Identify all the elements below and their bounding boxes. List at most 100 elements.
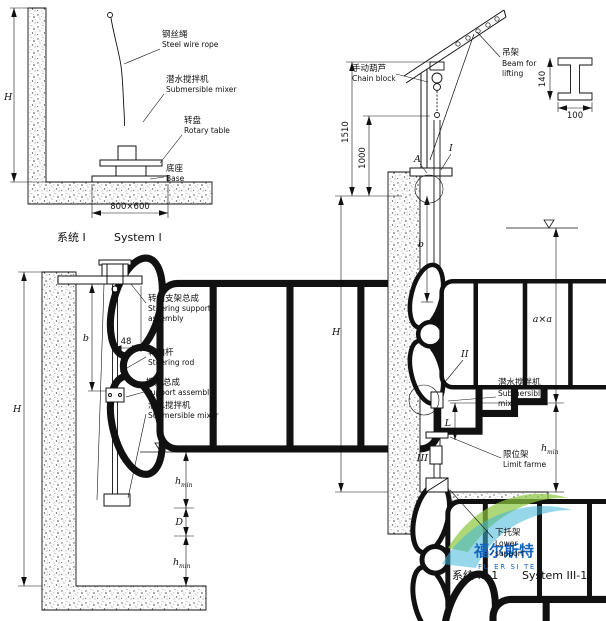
fig3-dim-L-label: L (444, 418, 451, 429)
fig3-beam-section (547, 57, 593, 112)
fig3-clamp-2 (430, 391, 444, 409)
fig1-rope-label-cn: 钢丝绳 (162, 29, 188, 40)
fig3-chain-block (429, 61, 445, 118)
fig2-dim-b-label: b (83, 333, 89, 344)
fig3-marker-II: II (460, 349, 469, 360)
fig1-mixer-label-cn: 潜水搅拌机 (166, 74, 209, 85)
fig3-marker-I: I (448, 143, 453, 154)
fig3-mixer-label-en2: mixer (498, 399, 520, 408)
fig3-marker-A: A (413, 154, 421, 165)
fig3-mixer-position-3 (425, 431, 606, 621)
fig1-dim-base-label: 800×600 (110, 202, 150, 212)
watermark-text-cn: 福尔斯特 (473, 542, 534, 560)
fig3-mixer-label-en1: Submersible (498, 389, 545, 398)
fig3-system-3-1: 1510 1000 H b L a×a h min 140 10 (331, 9, 606, 621)
fig3-beam-label-en2: lifting (502, 69, 523, 78)
fig3-lower-label-en2: support (495, 549, 524, 558)
fig1-dim-base (91, 184, 169, 218)
fig3-mixer-position-2 (406, 384, 606, 621)
fig3-limit-frame (425, 431, 449, 439)
fig2-steering-support-assembly (57, 259, 143, 293)
fig1-leaders (123, 48, 183, 180)
fig3-marker-III: III (416, 453, 429, 464)
fig3-clamp-3 (429, 445, 443, 465)
fig1-base-plate (91, 175, 169, 183)
fig2-mixer-yoke (103, 493, 131, 507)
fig3-water-level-icon (506, 219, 578, 229)
fig3-limit-label-cn: 限位架 (503, 449, 529, 460)
fig2-support-assembly (105, 387, 125, 403)
fig1-caption-en: System I (114, 231, 162, 244)
watermark-logo: 福尔斯特 FU ER SI TE (442, 493, 572, 571)
fig1-system-1: H 800×600 (3, 7, 545, 481)
fig2-support-label-cn: 撑架总成 (146, 377, 181, 388)
fig3-chain-label-cn: 手动葫芦 (352, 63, 386, 74)
fig2-leaders (119, 283, 147, 499)
fig3-lower-support (425, 477, 449, 493)
fig1-pedestal (115, 165, 147, 177)
fig2-mixer-label-en: Submersible mixer (148, 411, 219, 420)
fig2-dim-h2-sub: min (179, 563, 191, 570)
fig2-dim-right-chain (174, 452, 194, 586)
fig1-base-label-en: Base (166, 174, 185, 183)
fig1-wall-floor (27, 7, 213, 205)
fig3-dim-axa-label: a×a (533, 314, 553, 325)
fig2-dim-h1-sub: min (181, 482, 193, 489)
fig1-caption-cn: 系统 I (57, 231, 86, 244)
fig3-lower-label-cn: 下托架 (495, 527, 521, 538)
fig3-dim-1000-label: 1000 (358, 147, 368, 169)
fig1-table-label-cn: 转盘 (184, 115, 202, 126)
fig2-steer-label-en2: assembly (148, 314, 184, 323)
fig3-detail-circle-2 (408, 384, 440, 416)
fig2-dim-H (18, 271, 42, 587)
fig3-dim-b-label: b (418, 239, 424, 250)
fig2-dim-48-label: 48 (121, 337, 132, 347)
fig1-submersible-mixer (91, 145, 545, 481)
fig3-dims-right (450, 228, 564, 493)
fig1-dim-H (10, 7, 46, 183)
fig2-dim-D-label: D (174, 517, 183, 528)
fig3-caption-cn: 系统 III-1 (452, 569, 498, 582)
fig3-leaders (395, 31, 502, 539)
fig3-dims-mid (421, 196, 458, 440)
watermark-text-en: FU ER SI TE (478, 563, 536, 571)
fig1-rotary-table (99, 159, 163, 167)
fig1-table-label-en: Rotary table (184, 126, 230, 135)
fig2-submersible-mixer (103, 493, 131, 507)
fig2-rod-label-cn: 转向杆 (148, 347, 174, 358)
fig2-dim-h1-label: h (175, 476, 181, 487)
fig3-dim-1510-label: 1510 (341, 121, 351, 143)
fig3-mixer-label-cn: 潜水搅拌机 (498, 377, 541, 388)
fig2-dim-h2-label: h (173, 557, 179, 568)
fig3-dim-h-sub: min (547, 449, 559, 456)
fig3-lower-label-en1: Lower (495, 539, 518, 548)
fig1-base-label-cn: 底座 (166, 163, 184, 174)
fig1-mixer-stand (117, 145, 137, 161)
fig2-support-label-en: Support assembly (146, 388, 214, 397)
fig2-mixer-label-cn: 潜水搅拌机 (148, 400, 191, 411)
fig3-beam-label-cn: 吊架 (502, 48, 520, 58)
watermark-swoosh-blue (442, 505, 572, 568)
fig3-dim-h-label: h (541, 443, 547, 454)
fig3-dim-100-label: 100 (567, 111, 583, 121)
fig3-lifting-beam (403, 9, 507, 177)
fig2-rod-label-en: Steering rod (148, 358, 195, 367)
fig2-steer-label-en1: Steering support (148, 304, 211, 313)
fig1-mixer-label-en: Submersible mixer (166, 85, 237, 94)
fig3-caption-en: System III-1 (522, 569, 587, 582)
fig2-dim-b (88, 284, 108, 392)
fig1-steel-wire-rope (107, 12, 125, 127)
fig1-dim-H-label: H (3, 92, 13, 103)
fig2-steering-system: H 48 b (12, 259, 219, 611)
fig2-wall-floor (41, 271, 207, 611)
fig1-rope-label-en: Steel wire rope (162, 40, 219, 49)
fig2-dim-H-label: H (12, 404, 22, 415)
fig2-steer-label-cn: 转向支架总成 (148, 293, 200, 304)
fig3-dim-140-label: 140 (538, 71, 548, 87)
fig3-dims-left (335, 61, 432, 493)
fig3-chain-label-en: Chain block (352, 74, 396, 83)
fig3-dim-H-label: H (331, 327, 341, 338)
fig3-beam-label-en1: Beam for (502, 59, 537, 68)
